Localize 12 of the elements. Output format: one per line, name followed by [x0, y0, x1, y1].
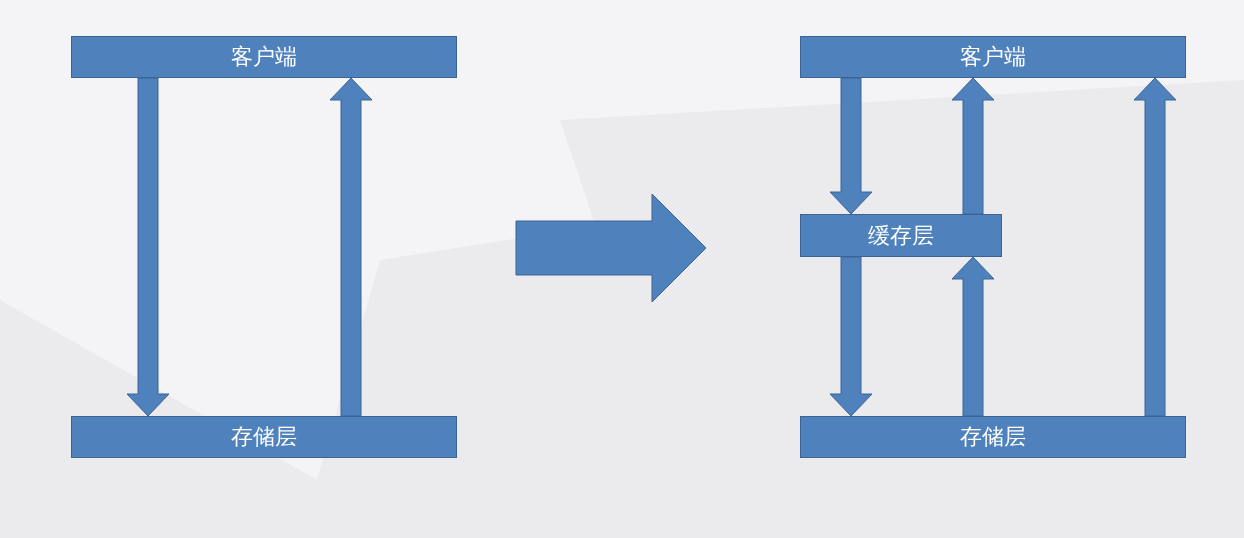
block-arrow	[126, 77, 170, 417]
block-arrow	[829, 256, 873, 417]
process-box: 存储层	[71, 416, 457, 458]
block-arrow	[951, 256, 995, 417]
process-box: 客户端	[800, 36, 1186, 78]
block-arrow	[951, 77, 995, 215]
block-arrow	[829, 77, 873, 215]
block-arrow	[329, 77, 373, 417]
process-box: 客户端	[71, 36, 457, 78]
process-box: 缓存层	[800, 214, 1002, 257]
process-box: 存储层	[800, 416, 1186, 458]
block-arrow	[1133, 77, 1177, 417]
